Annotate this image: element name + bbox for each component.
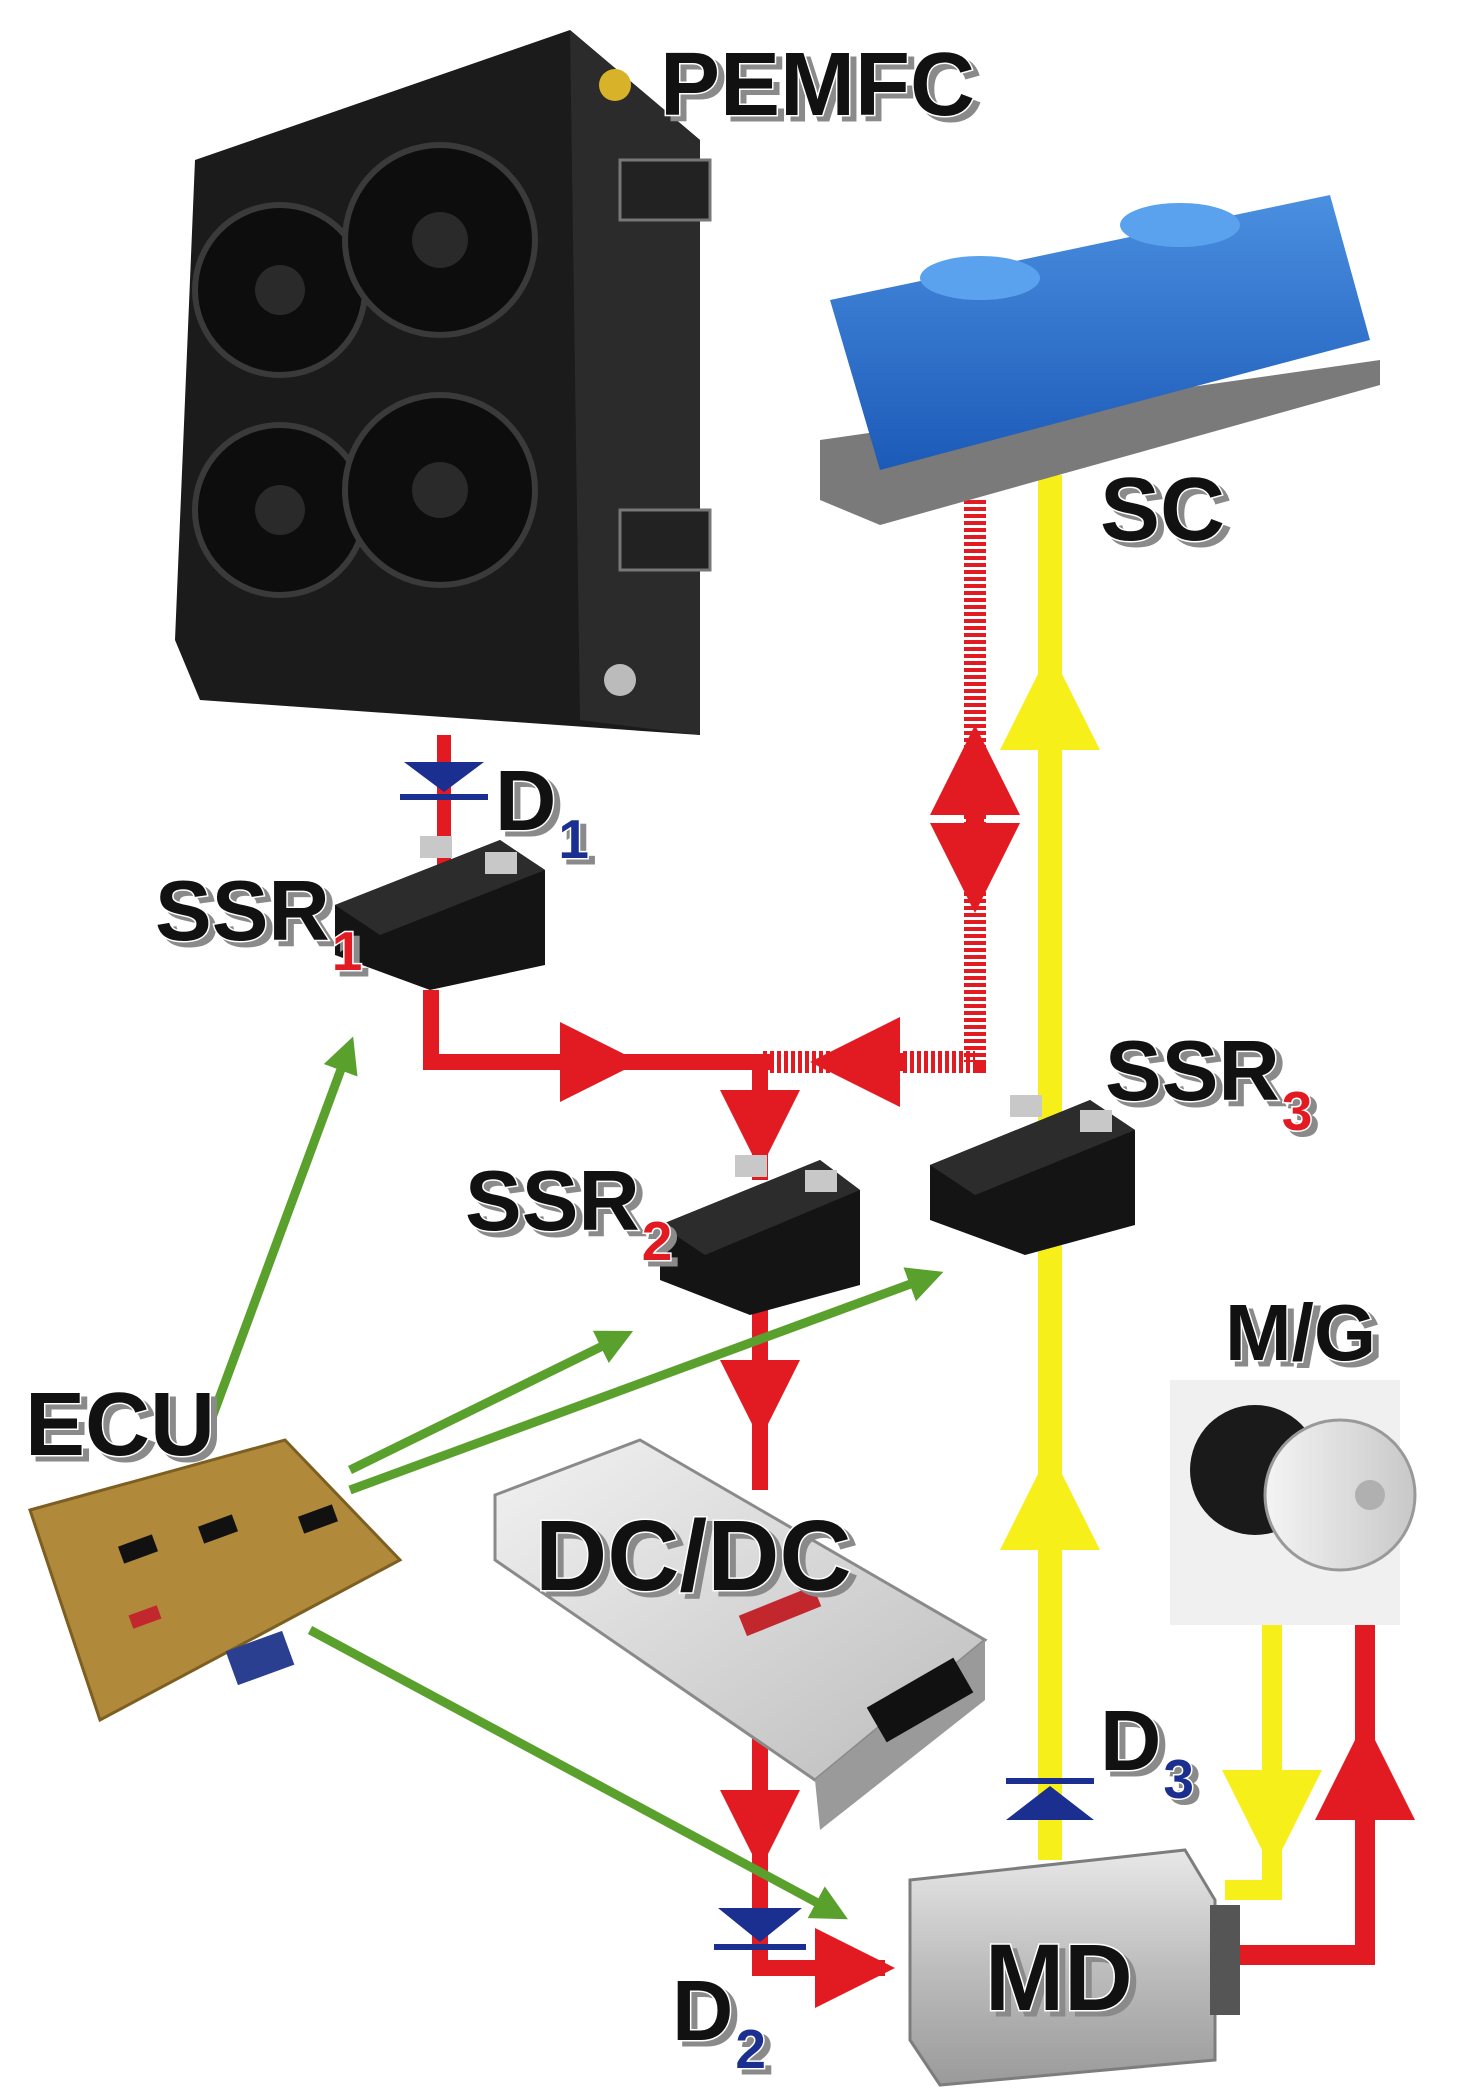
diode-d3-icon bbox=[1006, 1778, 1094, 1820]
ecu-label: ECU bbox=[25, 1375, 215, 1475]
fan-icon bbox=[192, 202, 368, 378]
d2-label: D2 bbox=[672, 1964, 766, 2080]
control-ecu-ssr2 bbox=[348, 1330, 634, 1475]
diode-d2-icon bbox=[714, 1908, 806, 1950]
supercapacitor-module bbox=[820, 195, 1380, 525]
dcdc-label: DC/DC bbox=[535, 1500, 852, 1612]
pemfc-label: PEMFC bbox=[660, 35, 975, 135]
diode-d1-icon bbox=[400, 762, 488, 800]
wire-ssr1-bus bbox=[423, 990, 770, 1070]
d3-label: D3 bbox=[1100, 1694, 1194, 1810]
control-ecu-ssr1 bbox=[195, 1036, 358, 1452]
ssr3-relay bbox=[930, 1095, 1135, 1255]
ssr2-relay bbox=[660, 1155, 860, 1315]
ssr1-label: SSR1 bbox=[155, 864, 362, 982]
ssr2-label: SSR2 bbox=[465, 1154, 672, 1272]
sc-label: SC bbox=[1100, 460, 1225, 560]
ssr1-relay bbox=[335, 836, 545, 990]
mg-label: M/G bbox=[1225, 1288, 1376, 1377]
fan-icon bbox=[342, 392, 538, 588]
wire-mg-md-yellow bbox=[1225, 1620, 1282, 1900]
control-ecu-ssr3 bbox=[348, 1267, 944, 1495]
ecu-board bbox=[28, 1438, 403, 1723]
wire-sc-bus bbox=[760, 500, 986, 1073]
dcdc-converter bbox=[493, 1438, 988, 1830]
control-ecu-md bbox=[307, 1626, 848, 1920]
md-label: MD bbox=[985, 1925, 1133, 2031]
fan-icon bbox=[192, 422, 368, 598]
wire-md-mg-red bbox=[1225, 1620, 1375, 1965]
ssr3-label: SSR3 bbox=[1105, 1024, 1312, 1142]
fan-icon bbox=[342, 142, 538, 338]
pemfc-stack bbox=[175, 30, 712, 735]
motor-generator bbox=[1170, 1380, 1417, 1625]
d1-label: D1 bbox=[495, 754, 589, 870]
motor-driver bbox=[908, 1848, 1240, 2087]
